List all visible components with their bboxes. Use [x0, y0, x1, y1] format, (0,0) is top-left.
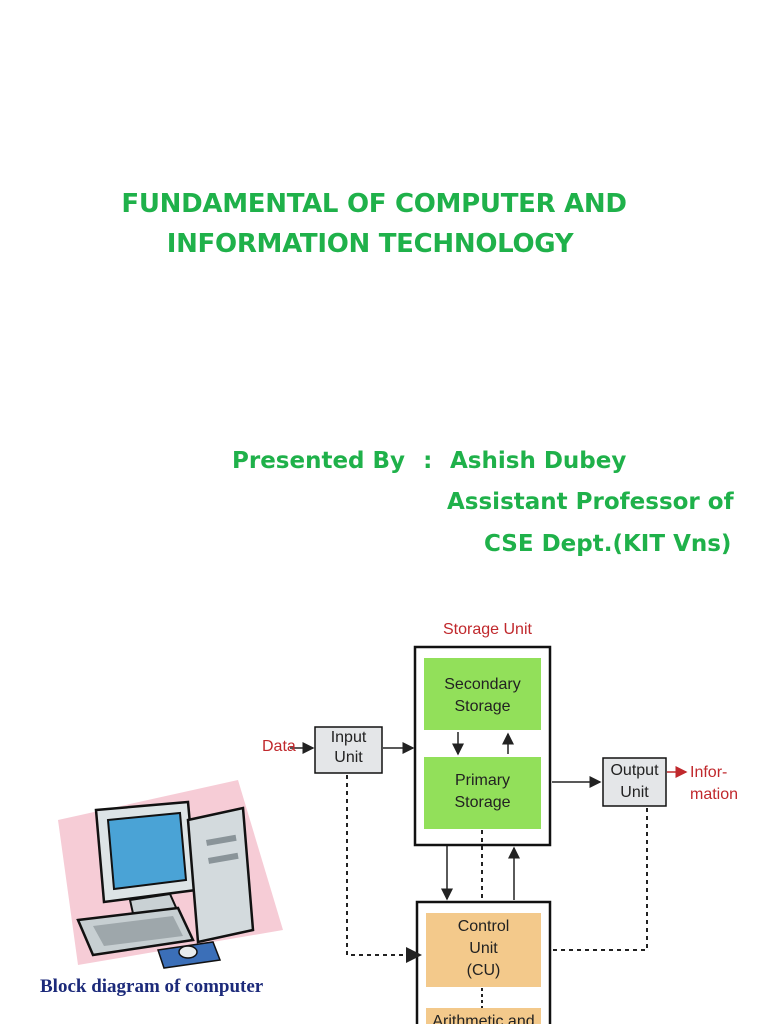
presenter-name: Ashish Dubey: [450, 448, 627, 474]
data-label: Data: [262, 738, 296, 755]
output-unit-box: [602, 757, 667, 807]
input-unit-label: Input Unit: [330, 729, 367, 766]
primary-storage-box: [424, 757, 541, 829]
control-unit-label: Control Unit (CU): [457, 918, 510, 979]
presenter-department: CSE Dept.(KIT Vns): [484, 531, 732, 557]
input-unit-box: [314, 726, 383, 774]
control-unit-box: [426, 913, 541, 987]
storage-unit-label: Storage Unit: [443, 621, 532, 638]
title-line-2: INFORMATION TECHNOLOGY: [166, 229, 574, 259]
information-label: Infor- mation: [690, 764, 739, 803]
presenter-label: Presented By :: [232, 448, 433, 474]
secondary-storage-label: Secondary Storage: [444, 676, 521, 715]
computer-caption: Block diagram of computer: [40, 976, 264, 997]
primary-storage-label: Primary Storage: [454, 772, 511, 811]
computer-illustration: [58, 780, 283, 969]
alu-box: [426, 1008, 541, 1024]
block-diagram: [290, 645, 688, 1024]
title-line-1: FUNDAMENTAL OF COMPUTER AND: [121, 189, 627, 219]
secondary-storage-box: [424, 658, 541, 730]
output-unit-label: Output Unit: [610, 762, 659, 801]
presenter-separator: :: [423, 448, 433, 474]
presenter-designation: Assistant Professor of: [447, 489, 734, 515]
slide-title: FUNDAMENTAL OF COMPUTER AND INFORMATION …: [60, 184, 700, 264]
alu-label: Arithmetic and: [432, 1013, 535, 1024]
